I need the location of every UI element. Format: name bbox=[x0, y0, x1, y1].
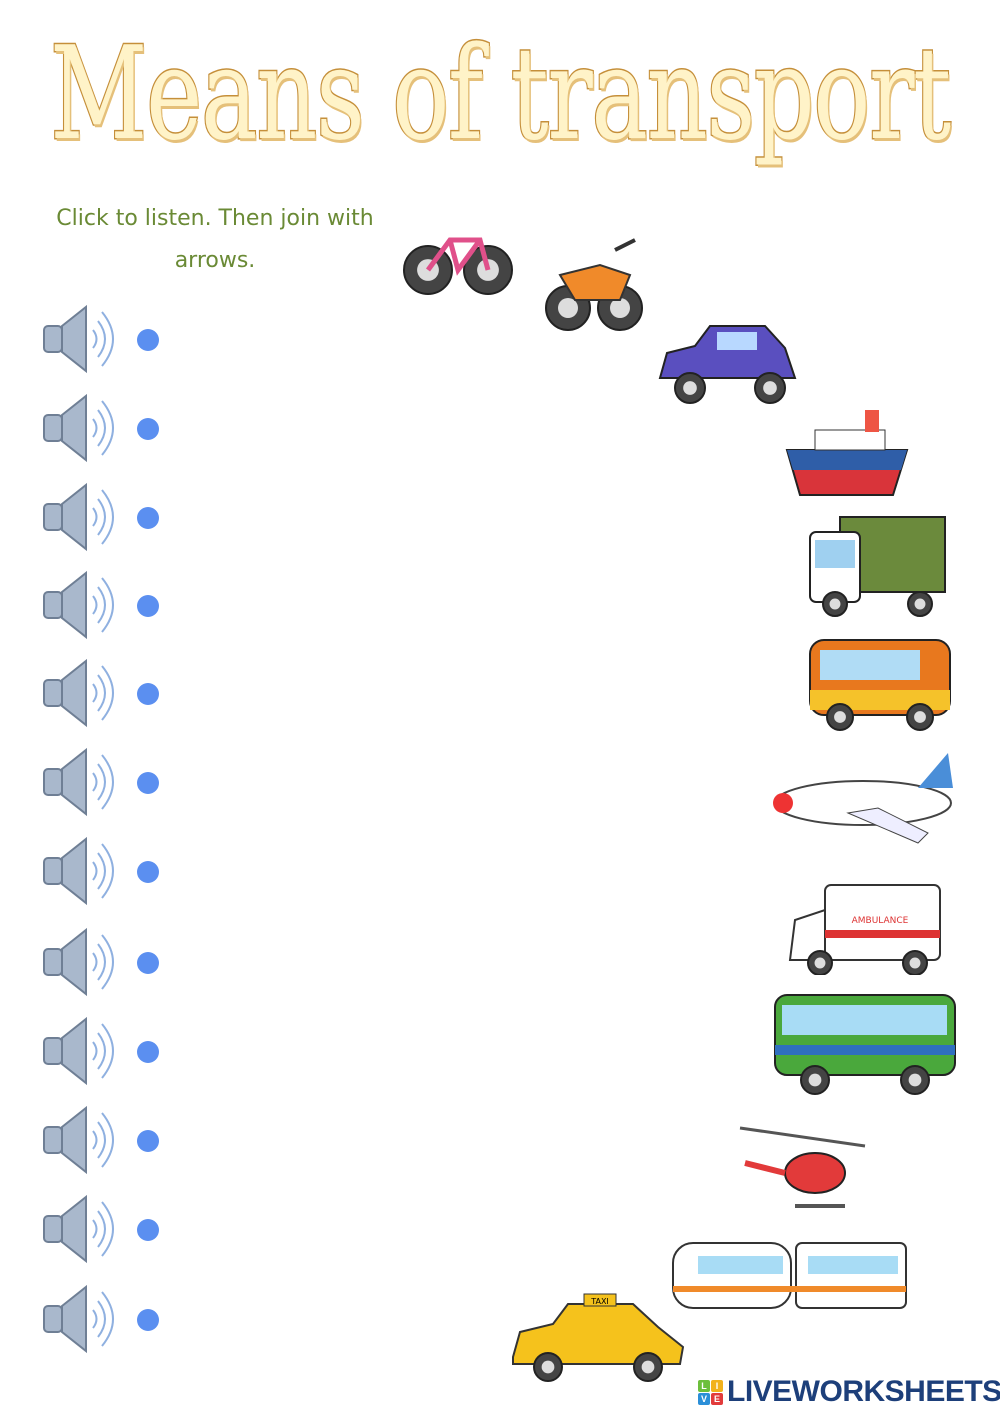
speaker-icon[interactable] bbox=[42, 836, 124, 906]
audio-row bbox=[42, 570, 172, 640]
match-dot[interactable] bbox=[137, 418, 159, 440]
lorry-icon bbox=[809, 516, 946, 617]
speaker-icon[interactable] bbox=[42, 927, 124, 997]
speaker-icon[interactable] bbox=[42, 393, 124, 463]
ambulance-picture[interactable]: AMBULANCE bbox=[785, 875, 945, 976]
speaker-icon[interactable] bbox=[42, 658, 124, 728]
audio-row bbox=[42, 1284, 172, 1354]
match-dot[interactable] bbox=[137, 329, 159, 351]
taxi-icon: TAXI bbox=[512, 1293, 685, 1382]
bicycle-picture[interactable] bbox=[400, 215, 515, 305]
lorry-picture[interactable] bbox=[805, 512, 950, 620]
car-icon bbox=[658, 325, 797, 404]
bus-picture[interactable] bbox=[770, 990, 960, 1095]
match-dot[interactable] bbox=[137, 1309, 159, 1331]
title-area: Means of transport bbox=[49, 15, 953, 185]
audio-row bbox=[42, 482, 172, 552]
ambulance-icon: AMBULANCE bbox=[788, 884, 941, 976]
audio-row bbox=[42, 927, 172, 997]
audio-row bbox=[42, 1194, 172, 1264]
brand-name: LIVEWORKSHEETS bbox=[727, 1375, 1000, 1408]
match-dot[interactable] bbox=[137, 861, 159, 883]
plane-picture[interactable] bbox=[768, 748, 958, 856]
speaker-icon[interactable] bbox=[42, 1105, 124, 1175]
instructions: Click to listen. Then join with arrows. bbox=[56, 206, 374, 273]
audio-row bbox=[42, 747, 172, 817]
ship-picture[interactable] bbox=[785, 395, 910, 500]
match-dot[interactable] bbox=[137, 1041, 159, 1063]
match-dot[interactable] bbox=[137, 683, 159, 705]
match-dot[interactable] bbox=[137, 507, 159, 529]
bicycle-icon bbox=[403, 237, 513, 295]
audio-row bbox=[42, 1105, 172, 1175]
audio-row bbox=[42, 393, 172, 463]
plane-icon bbox=[773, 753, 953, 844]
match-dot[interactable] bbox=[137, 1219, 159, 1241]
match-dot[interactable] bbox=[137, 952, 159, 974]
helicopter-picture[interactable] bbox=[735, 1118, 867, 1218]
match-dot[interactable] bbox=[137, 595, 159, 617]
audio-row bbox=[42, 658, 172, 728]
speaker-icon[interactable] bbox=[42, 1016, 124, 1086]
match-dot[interactable] bbox=[137, 1130, 159, 1152]
train-icon bbox=[672, 1242, 907, 1309]
van-icon bbox=[809, 639, 951, 731]
audio-row bbox=[42, 304, 172, 374]
speaker-icon[interactable] bbox=[42, 570, 124, 640]
audio-row bbox=[42, 836, 172, 906]
speaker-icon[interactable] bbox=[42, 1194, 124, 1264]
speaker-icon[interactable] bbox=[42, 747, 124, 817]
page-title: Means of transport bbox=[49, 19, 953, 171]
motorbike-icon bbox=[545, 238, 643, 331]
speaker-icon[interactable] bbox=[42, 482, 124, 552]
match-dot[interactable] bbox=[137, 772, 159, 794]
taxi-picture[interactable]: TAXI bbox=[508, 1292, 688, 1384]
taxi-label: TAXI bbox=[590, 1297, 609, 1306]
audio-row bbox=[42, 1016, 172, 1086]
helicopter-icon bbox=[739, 1126, 866, 1208]
speaker-icon[interactable] bbox=[42, 304, 124, 374]
ambulance-label: AMBULANCE bbox=[852, 916, 909, 926]
train-picture[interactable] bbox=[668, 1238, 910, 1316]
van-picture[interactable] bbox=[805, 635, 955, 733]
bus-icon bbox=[774, 994, 956, 1095]
car-picture[interactable] bbox=[655, 318, 800, 408]
motorbike-picture[interactable] bbox=[540, 230, 650, 340]
speaker-icon[interactable] bbox=[42, 1284, 124, 1354]
ship-icon bbox=[785, 410, 909, 496]
